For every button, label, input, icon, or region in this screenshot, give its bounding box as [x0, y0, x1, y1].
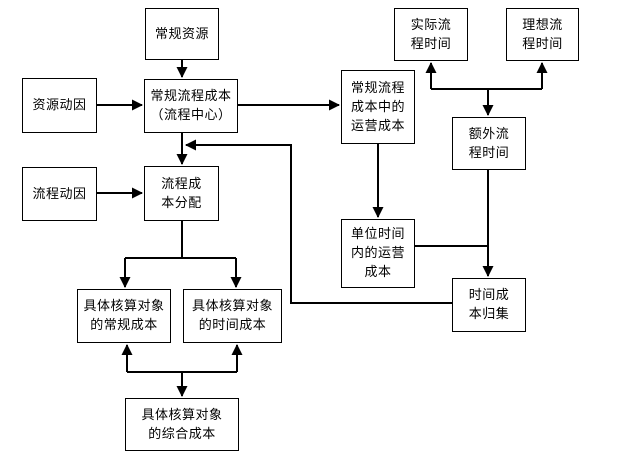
box-unit-time-operating-cost-label: 单位时间 内的运营 成本	[350, 227, 405, 280]
box-process-driver-label: 流程动因	[32, 186, 87, 202]
box-object-combined-cost-label: 具体核算对象 的综合成本	[141, 407, 223, 442]
box-regular-process-cost-label: 常规流程成本 （流程中心）	[150, 89, 232, 123]
box-actual-process-time-label: 实际流 程时间	[410, 17, 452, 52]
box-time-cost-accumulation: 时间成 本归集	[452, 278, 526, 332]
box-regular-process-cost: 常规流程成本 （流程中心）	[144, 79, 238, 133]
box-ideal-process-time: 理想流 程时间	[506, 8, 579, 61]
box-actual-process-time: 实际流 程时间	[394, 8, 468, 61]
box-process-driver: 流程动因	[22, 167, 97, 221]
box-extra-process-time-label: 额外流 程时间	[468, 126, 510, 161]
box-process-cost-allocation-label: 流程成 本分配	[161, 176, 202, 211]
box-unit-time-operating-cost: 单位时间 内的运营 成本	[341, 219, 415, 288]
box-object-time-cost: 具体核算对象 的时间成本	[183, 289, 282, 343]
box-resource-driver-label: 资源动因	[32, 98, 87, 113]
box-regular-resources-label: 常规资源	[154, 26, 209, 42]
box-process-cost-allocation: 流程成 本分配	[144, 166, 219, 221]
box-resource-driver: 资源动因	[22, 78, 97, 133]
box-object-combined-cost: 具体核算对象 的综合成本	[125, 398, 239, 451]
box-regular-resources: 常规资源	[145, 8, 219, 60]
box-time-cost-accumulation-label: 时间成 本归集	[468, 288, 510, 322]
box-regular-process-operating-cost-label: 常规流程 成本中的 运营成本	[350, 80, 405, 134]
box-extra-process-time: 额外流 程时间	[452, 117, 526, 170]
box-regular-process-operating-cost: 常规流程 成本中的 运营成本	[341, 70, 415, 144]
box-ideal-process-time-label: 理想流 程时间	[522, 17, 563, 52]
box-object-regular-cost-label: 具体核算对象 的常规成本	[83, 299, 165, 333]
box-object-time-cost-label: 具体核算对象 的时间成本	[191, 299, 273, 333]
box-object-regular-cost: 具体核算对象 的常规成本	[77, 289, 171, 343]
